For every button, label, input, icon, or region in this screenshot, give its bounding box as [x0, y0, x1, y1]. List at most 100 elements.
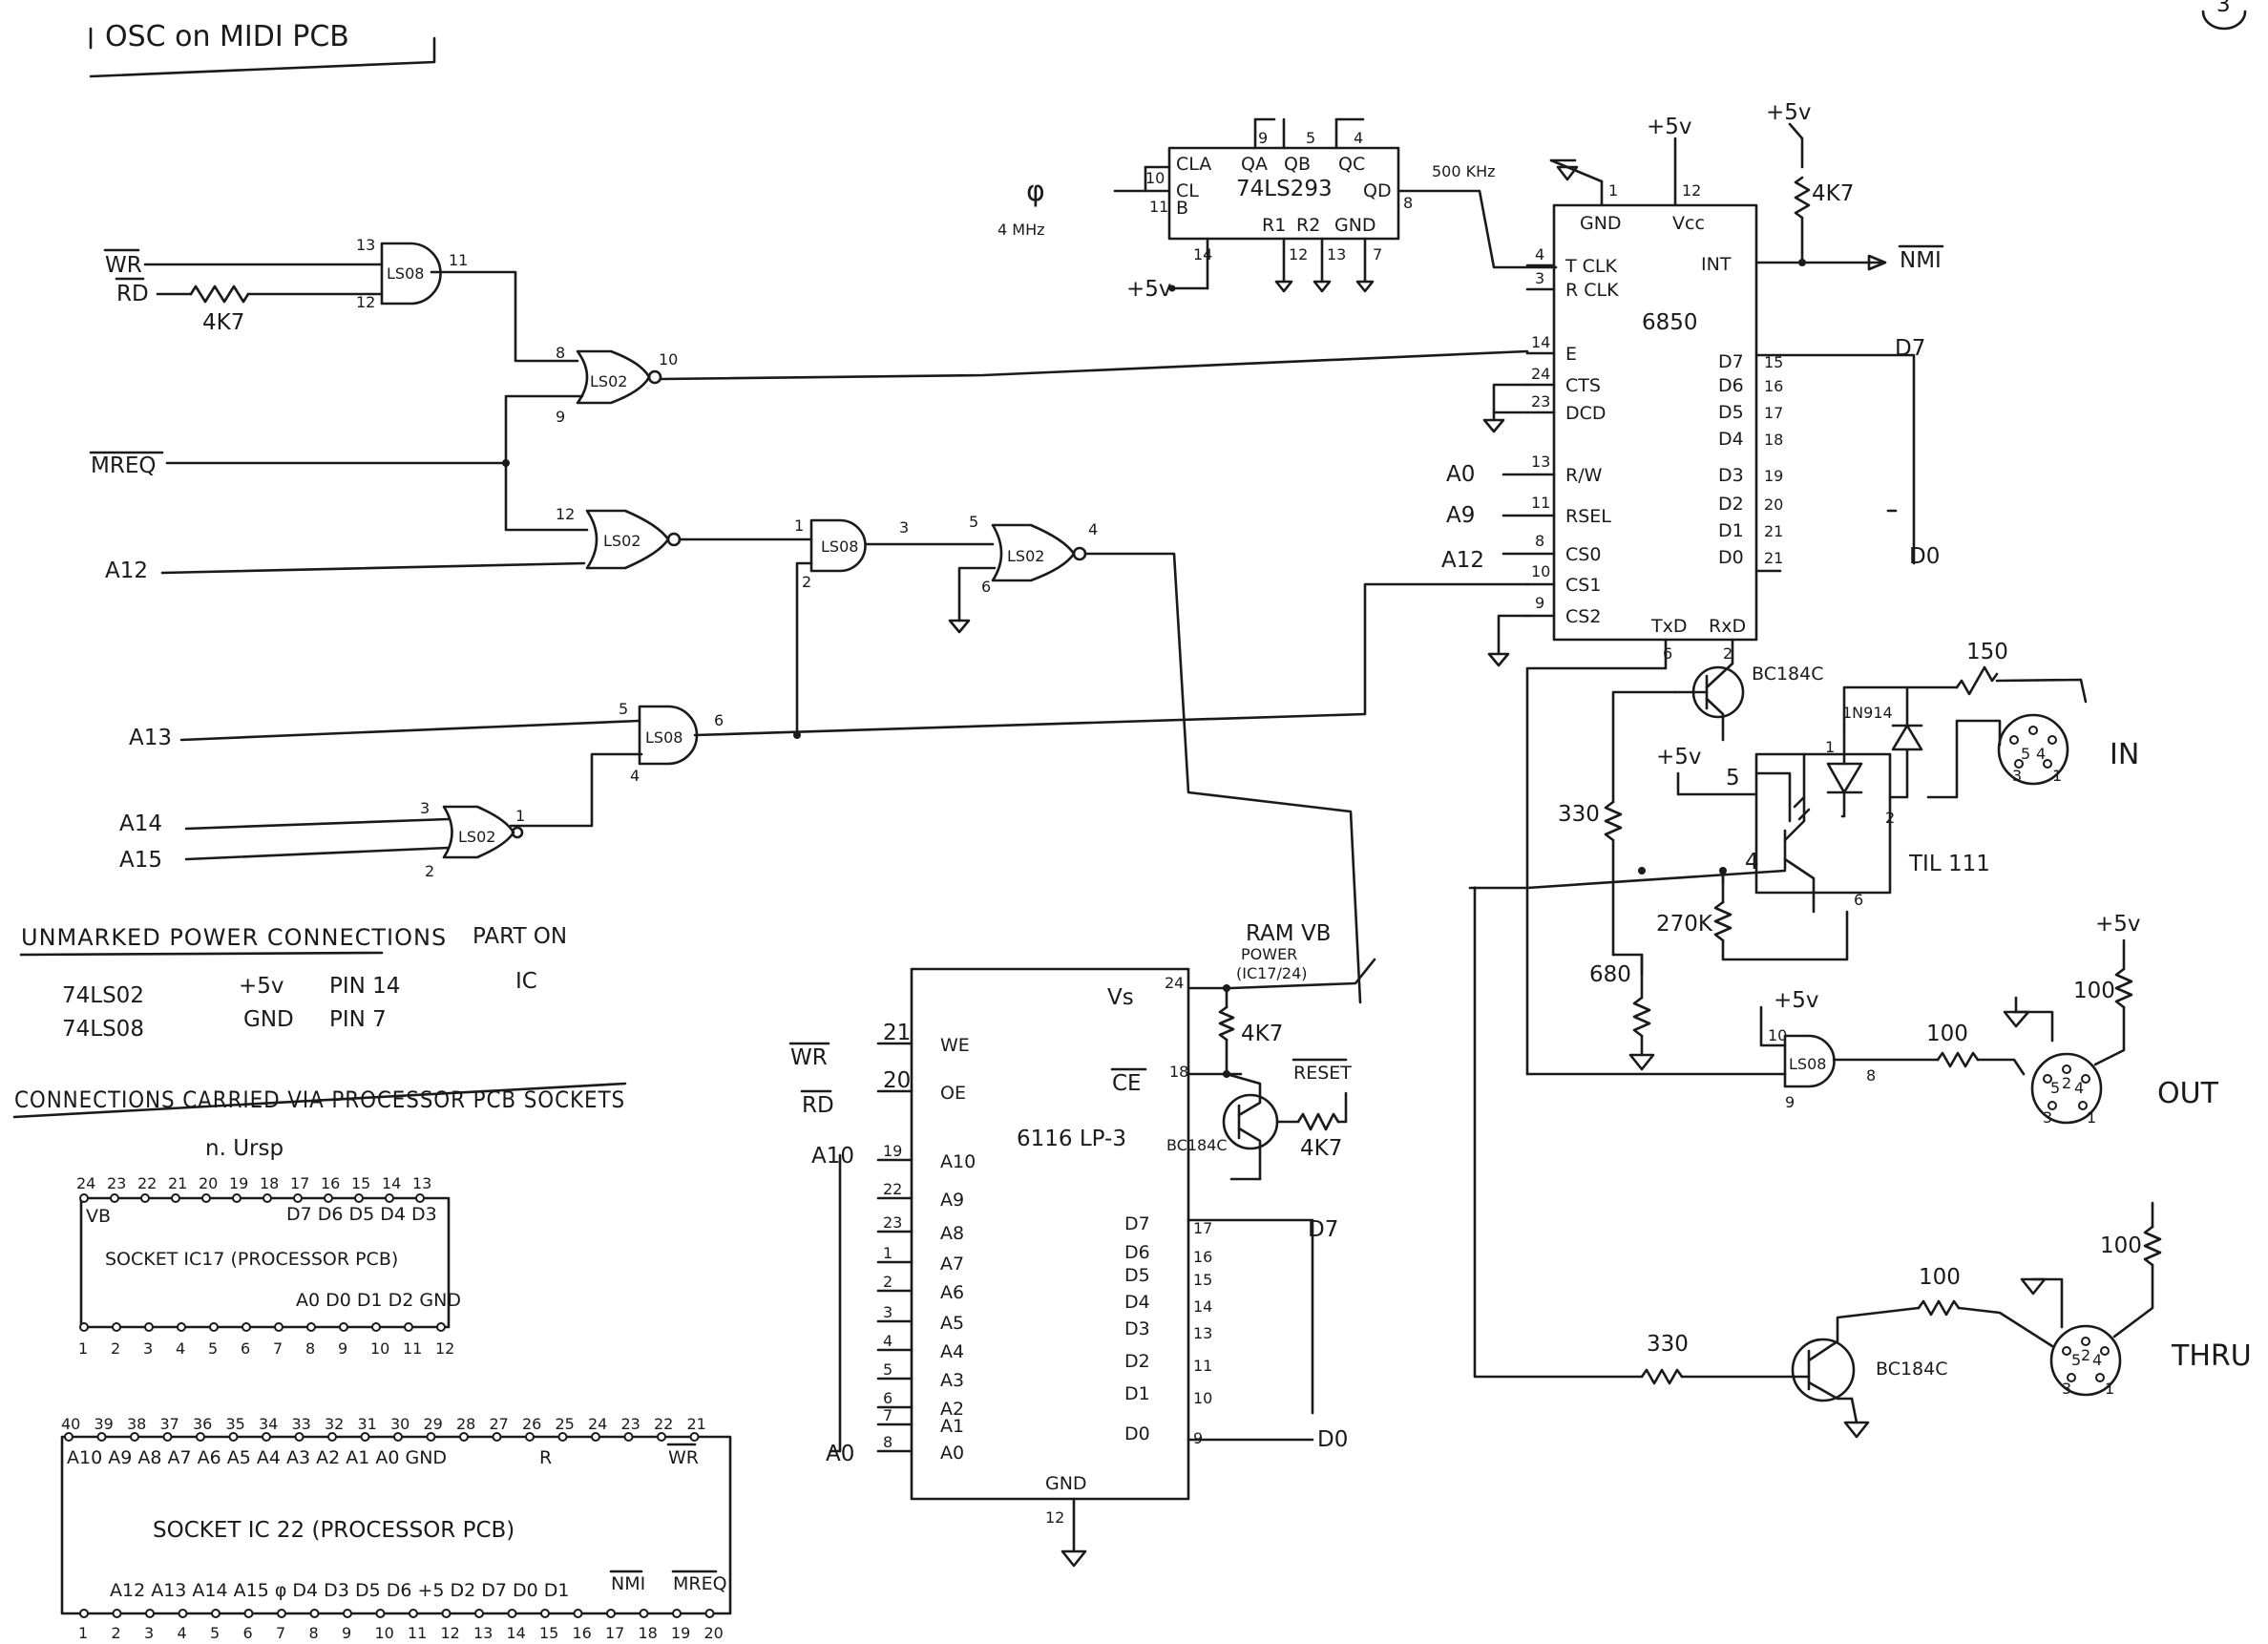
ram-left-pin-label: A8 [940, 1223, 964, 1244]
ic17-top-pin [110, 1193, 119, 1203]
din-thru-p1: 1 [2105, 1380, 2114, 1398]
acia-pnum-9: 9 [1535, 594, 1544, 612]
ic17-bottom-pin-number: 12 [435, 1339, 454, 1358]
ic17-top-pin [415, 1193, 425, 1203]
ic17-bottom-pin-number: 7 [273, 1339, 283, 1358]
acia-rxd-pin: 2 [1723, 644, 1732, 663]
gate8-in2: 9 [1785, 1093, 1795, 1111]
ram-left-pin-label: A7 [940, 1254, 964, 1275]
acia-rxd: RxD [1709, 616, 1746, 637]
ic22-top-pin-number: 33 [292, 1415, 311, 1433]
acia-left-pins: T CLK R CLK E CTS DCD R/W RSEL CS0 CS1 C… [1502, 245, 1619, 627]
ram-right-pin-label: D4 [1124, 1292, 1150, 1313]
ic22-bottom-pin [343, 1609, 352, 1618]
ls293-pin-7: 7 [1373, 245, 1382, 263]
ls293-pin-13: 13 [1327, 245, 1346, 263]
counter-74ls293: 74LS293 CLA CL B QA QB QC QD R1 R2 GND 1… [998, 117, 1558, 302]
ram-right-pin-number: 11 [1193, 1357, 1212, 1375]
ic22-bottom-pin-number: 10 [375, 1624, 394, 1642]
acia-pin-cs2: CS2 [1565, 606, 1601, 627]
acia-pin-cts: CTS [1565, 375, 1601, 396]
ic17-vb: VB [86, 1206, 111, 1227]
ic22-top-pin-number: 40 [61, 1415, 80, 1433]
ic17-bottom-pin [242, 1322, 251, 1332]
ic17-top-pin [140, 1193, 150, 1203]
midi-in-label: IN [2110, 738, 2139, 771]
note-row1-pin: PIN 14 [329, 974, 400, 999]
ls293-pin-cl: CL [1176, 180, 1199, 201]
ls293-pin-4: 4 [1354, 129, 1363, 147]
midi-r330b: 330 [1647, 1332, 1689, 1357]
gate1-in2: 12 [356, 293, 375, 311]
ic22-top-pin-number: 35 [226, 1415, 245, 1433]
page-number: 3 [2216, 0, 2231, 17]
ic22-top-pin [130, 1432, 139, 1442]
note-annot3: n. Ursp [205, 1136, 284, 1161]
ic17-top-pin-number: 14 [382, 1174, 401, 1192]
gate7-label: LS02 [458, 828, 495, 846]
acia-pnum-19: 19 [1764, 467, 1783, 485]
midi-supply-out: +5v [2095, 912, 2141, 937]
acia-pin-rw: R/W [1565, 465, 1603, 486]
ic22-top-pin [657, 1432, 666, 1442]
ic22-bottom-pin [507, 1609, 517, 1618]
din-out-p1: 1 [2087, 1108, 2096, 1127]
ic22-top-pin-number: 39 [94, 1415, 114, 1433]
acia-d2: D2 [1718, 494, 1744, 515]
din-thru-p4: 4 [2092, 1351, 2102, 1369]
ic22-bottom-pin-number: 9 [342, 1624, 351, 1642]
opto-pin1: 1 [1825, 738, 1835, 756]
ic22-top-pin-number: 29 [424, 1415, 443, 1433]
ic22-top-pin-number: 31 [358, 1415, 377, 1433]
ic22-bottom-pin-number: 2 [112, 1624, 121, 1642]
ic22-bottom-pin [178, 1609, 188, 1618]
gate5-in1: 5 [969, 513, 978, 531]
midi-diode: 1N914 [1842, 704, 1893, 722]
ram-left-pin-number: 1 [883, 1244, 892, 1262]
ic17-top-pin-number: 17 [290, 1174, 309, 1192]
acia-right-pins: D7 D6 D5 D4 D3 D2 D1 D0 15 16 17 18 19 2… [1718, 351, 1783, 573]
ram-left-pin-label: A5 [940, 1313, 964, 1334]
ic22-top-pin [360, 1432, 370, 1442]
acia-in-a12: A12 [1441, 548, 1484, 573]
gate6-in2: 4 [630, 767, 640, 785]
midi-r100d: 100 [2100, 1233, 2142, 1258]
acia-pnum-10: 10 [1531, 562, 1550, 580]
opto-pin2: 2 [1885, 809, 1895, 827]
ram-right-pin-number: 17 [1193, 1219, 1212, 1237]
ram-left-pin-label: A3 [940, 1370, 964, 1391]
acia-pnum-20: 20 [1764, 495, 1783, 514]
ic17-bottom-pin-number: 11 [403, 1339, 422, 1358]
ls293-pin-r2: R2 [1296, 215, 1320, 236]
gate8-in1: 10 [1768, 1026, 1787, 1044]
ram-right-pin-number: 15 [1193, 1271, 1212, 1289]
gate8-label: LS08 [1789, 1055, 1826, 1073]
ls293-pin-qa: QA [1241, 154, 1268, 175]
acia-pin-tclk: T CLK [1564, 256, 1617, 277]
ic17-top-pin-number: 21 [168, 1174, 187, 1192]
ic22-top-pin-number: 24 [588, 1415, 607, 1433]
ic17-bottom-pin-number: 1 [78, 1339, 88, 1358]
ic22-bottom-pin-number: 17 [605, 1624, 624, 1642]
acia-int: INT [1701, 254, 1732, 275]
acia-pnum-4: 4 [1535, 245, 1544, 263]
sig-a12: A12 [105, 559, 148, 583]
gate6-out: 6 [714, 711, 724, 729]
acia-name: 6850 [1642, 310, 1698, 335]
ram-left-pin-label: A4 [940, 1341, 964, 1362]
ic17-top-pin [324, 1193, 333, 1203]
ic22-bottom-pin [606, 1609, 616, 1618]
ram-left-pin-label: OE [940, 1083, 966, 1104]
ic22-bottom-pin [211, 1609, 220, 1618]
sig-rd: RD [116, 282, 149, 306]
din-in-p1: 1 [2052, 767, 2062, 785]
ic17-bottom-pin-number: 10 [370, 1339, 389, 1358]
ram-right-pin-label: D0 [1124, 1423, 1150, 1444]
ic22-name: SOCKET IC 22 (PROCESSOR PCB) [153, 1518, 514, 1543]
note-annot1: PART ON [472, 924, 567, 949]
din-out-p3: 3 [2043, 1108, 2052, 1127]
ic22-bottom-pin [441, 1609, 452, 1618]
acia-gnd-pin: 1 [1608, 181, 1618, 200]
ic22-top-pin-number: 22 [654, 1415, 673, 1433]
